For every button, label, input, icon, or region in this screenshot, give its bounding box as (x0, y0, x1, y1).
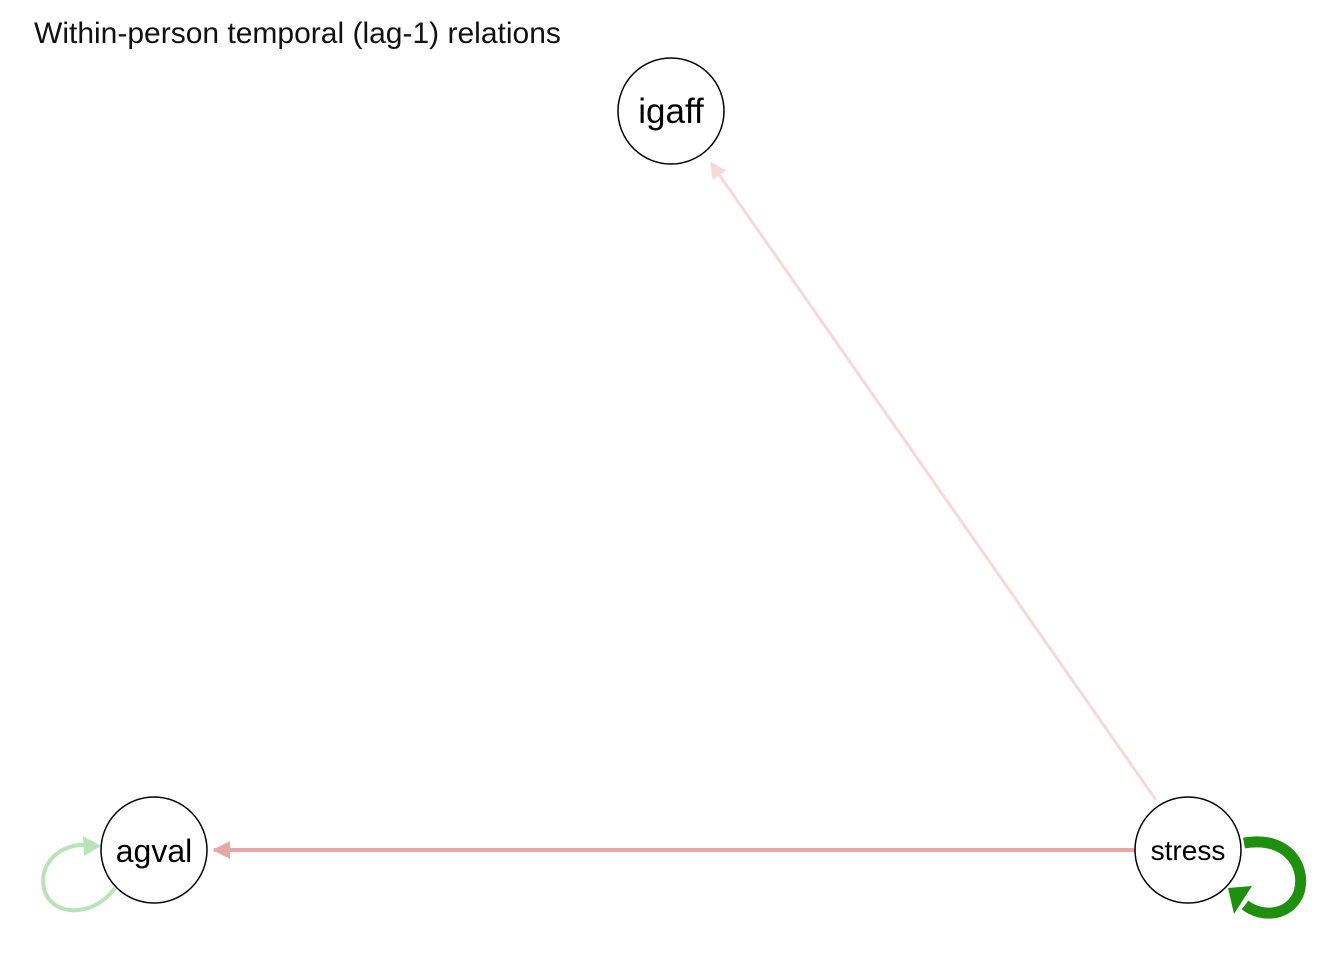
node-label-stress: stress (1151, 835, 1226, 866)
node-agval[interactable]: agval (100, 796, 208, 904)
node-label-igaff: igaff (638, 92, 704, 131)
edge-agval-self-loop (41, 836, 117, 913)
edge-stress-to-igaff (709, 161, 1158, 801)
diagram-title: Within-person temporal (lag-1) relations (34, 17, 561, 50)
node-stress[interactable]: stress (1134, 796, 1242, 904)
node-label-agval: agval (116, 833, 193, 869)
edge-stress-self-loop (1228, 836, 1307, 919)
node-igaff[interactable]: igaff (617, 57, 725, 165)
